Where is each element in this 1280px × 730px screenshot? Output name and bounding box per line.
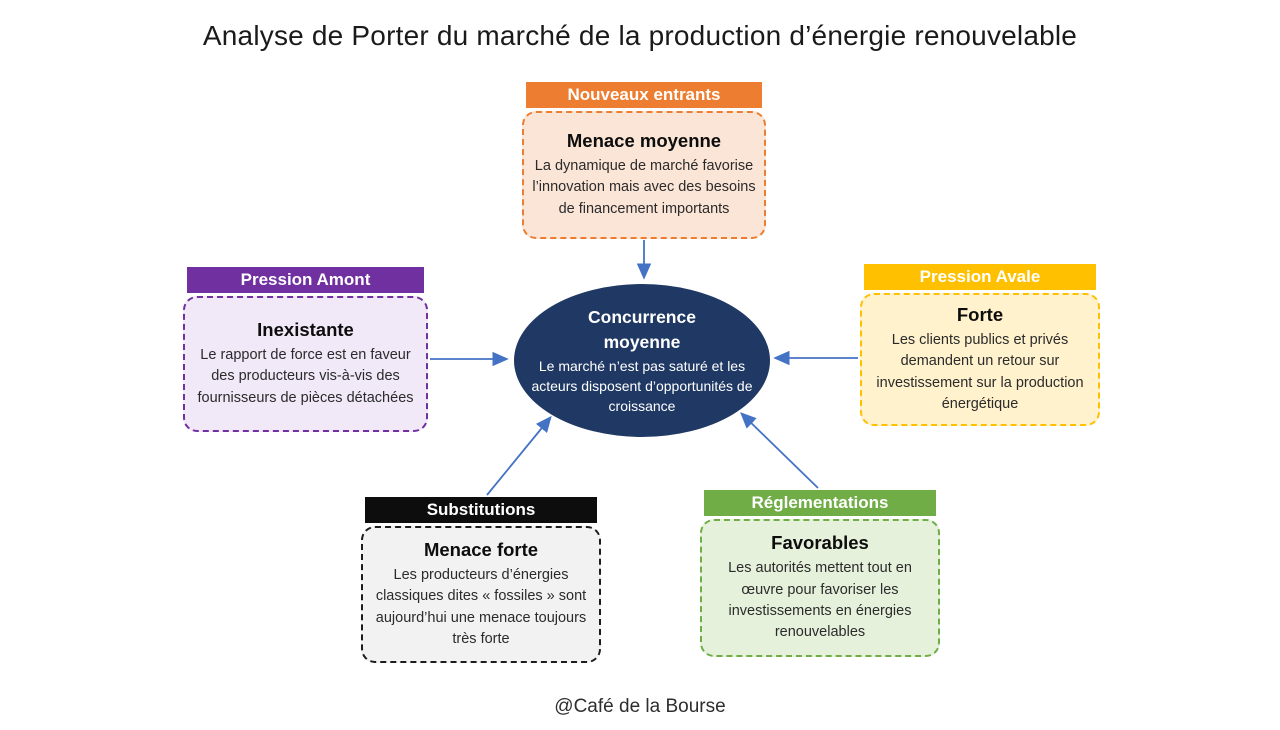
force-body-pression-avale: Forte Les clients publics et privés dema… (860, 293, 1100, 426)
credit-text: @Café de la Bourse (554, 696, 726, 717)
force-level: Forte (956, 303, 1004, 325)
force-level: Menace moyenne (566, 129, 722, 151)
force-body-pression-amont: Inexistante Le rapport de force est en f… (183, 296, 428, 432)
force-description: Les producteurs d’énergies classiques di… (375, 566, 587, 647)
force-box-pression-avale: Pression Avale Forte Les clients publics… (860, 264, 1100, 426)
force-level: Favorables (771, 532, 869, 554)
force-box-pression-amont: Pression Amont Inexistante Le rapport de… (183, 267, 428, 432)
force-description: Les clients publics et privés demandent … (876, 331, 1084, 412)
force-body-substitutions: Menace forte Les producteurs d’énergies … (361, 526, 601, 663)
force-box-substitutions: Substitutions Menace forte Les producteu… (361, 497, 601, 663)
force-level: Inexistante (257, 318, 354, 340)
force-header-reglementations: Réglementations (703, 490, 937, 516)
center-node-description: Le marché n’est pas saturé et les acteur… (531, 358, 753, 414)
force-description: Les autorités mettent tout en œuvre pour… (728, 560, 912, 641)
arrow-bottomleft-to-center (486, 415, 552, 496)
center-node-concurrence: Concurrence moyenne Le marché n’est pas … (514, 284, 770, 437)
force-box-reglementations: Réglementations Favorables Les autorités… (700, 490, 940, 657)
center-node-title: Concurrence moyenne (588, 306, 696, 353)
force-header-substitutions: Substitutions (364, 497, 598, 523)
force-header-pression-avale: Pression Avale (863, 264, 1097, 290)
force-body-nouveaux-entrants: Menace moyenne La dynamique de marché fa… (522, 111, 766, 239)
force-header-nouveaux-entrants: Nouveaux entrants (525, 82, 763, 108)
force-description: La dynamique de marché favorise l’innova… (532, 157, 756, 217)
arrow-bottomright-to-center (740, 412, 819, 489)
force-header-pression-amont: Pression Amont (186, 267, 425, 293)
force-box-nouveaux-entrants: Nouveaux entrants Menace moyenne La dyna… (522, 82, 766, 239)
force-body-reglementations: Favorables Les autorités mettent tout en… (700, 519, 940, 657)
force-description: Le rapport de force est en faveur des pr… (197, 346, 414, 406)
page-title: Analyse de Porter du marché de la produc… (202, 20, 1078, 51)
force-level: Menace forte (423, 538, 539, 560)
